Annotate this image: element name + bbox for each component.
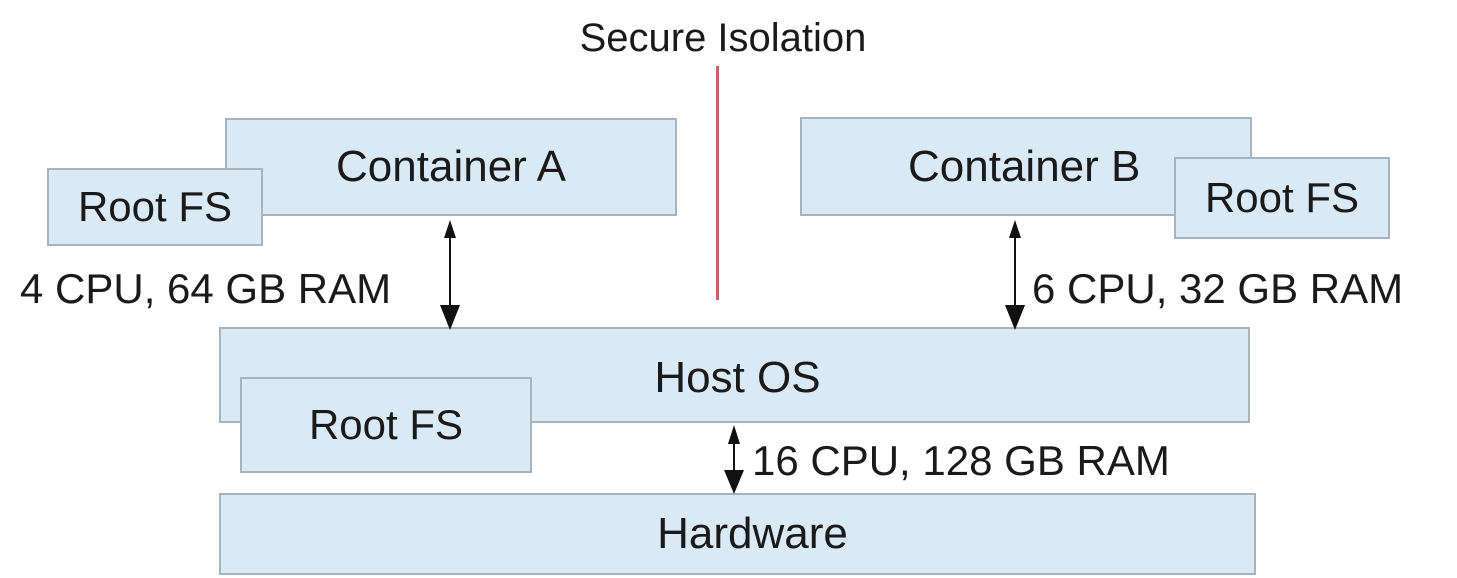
container-a-rootfs-label: Root FS bbox=[77, 183, 233, 230]
hardware-label: Hardware bbox=[657, 509, 848, 558]
host-rootfs-box: Root FS bbox=[240, 377, 532, 473]
host-resources: 16 CPU, 128 GB RAM bbox=[752, 437, 1170, 484]
container-a-arrow bbox=[440, 220, 460, 330]
isolation-divider-line bbox=[716, 66, 719, 300]
container-b-arrow bbox=[1005, 220, 1025, 330]
host-os-box: Host OS bbox=[219, 327, 1250, 423]
diagram-title: Secure Isolation bbox=[579, 16, 867, 60]
host-hardware-arrow bbox=[724, 425, 744, 494]
hardware-box: Hardware bbox=[219, 493, 1256, 575]
container-a-resources: 4 CPU, 64 GB RAM bbox=[20, 265, 392, 312]
container-a-box: Container A bbox=[225, 118, 677, 216]
container-a-rootfs-box: Root FS bbox=[47, 168, 263, 246]
host-os-label: Host OS bbox=[654, 353, 821, 402]
container-b-label: Container B bbox=[908, 141, 1141, 191]
container-a-label: Container A bbox=[336, 142, 566, 191]
container-b-rootfs-box: Root FS bbox=[1174, 157, 1390, 239]
container-b-rootfs-label: Root FS bbox=[1204, 174, 1360, 221]
host-rootfs-label: Root FS bbox=[308, 401, 464, 448]
container-b-resources: 6 CPU, 32 GB RAM bbox=[1032, 265, 1404, 312]
